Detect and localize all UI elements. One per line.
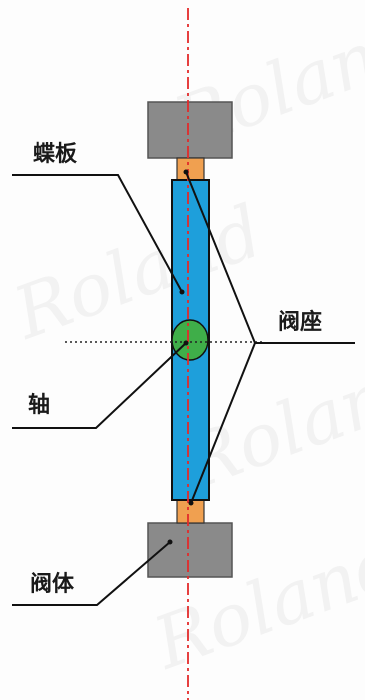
label-seat: 阀座 [278, 310, 323, 335]
label-shaft: 轴 [28, 393, 51, 418]
leader-line-disc [12, 174, 183, 293]
leader-dot-shaft [183, 340, 189, 346]
leader-dot-disc [179, 289, 185, 295]
leader-dot-body [167, 539, 173, 545]
shaft-circle [171, 319, 209, 361]
leader-dot-seat-bottom [188, 500, 194, 506]
label-disc: 蝶板 [33, 142, 78, 167]
leader-line-shaft [12, 342, 187, 429]
leader-line-body [12, 541, 171, 606]
leader-dot-seat-top [183, 169, 189, 175]
valve-seat-top [176, 157, 205, 181]
leader-line-seat-bottom [190, 342, 256, 504]
valve-body-top [147, 101, 233, 159]
label-body: 阀体 [30, 572, 75, 597]
leader-line-seat-top [185, 171, 355, 344]
